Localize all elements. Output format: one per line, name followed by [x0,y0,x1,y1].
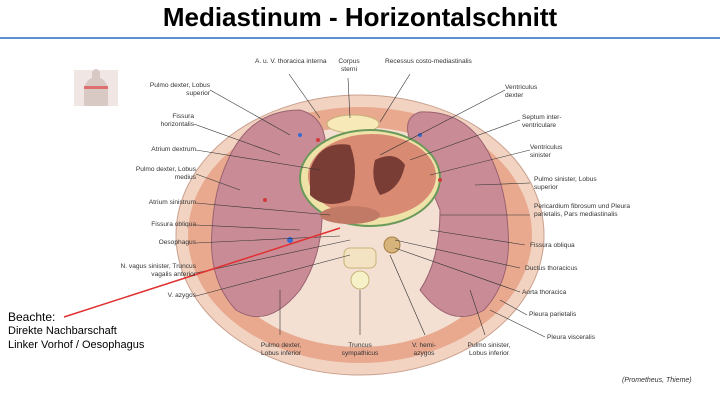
label-truncus-symp: Truncus sympathicus [341,342,379,357]
label-recessus: Recessus costo-mediastinalis [385,58,472,65]
label-aorta-thoracica: Aorta thoracica [522,289,567,296]
vertebra-body [343,247,377,269]
label-thoracica-interna: A. u. V. thoracica interna [255,58,327,65]
label-ductus-thoracicus: Ductus thoracicus [525,265,578,272]
citation: (Prometheus, Thieme) [622,377,692,384]
label-oesophagus: Oesophagus [158,239,196,246]
right-lung [211,109,327,318]
label-ventriculus-dexter: Ventriculus dexter [505,84,538,99]
left-ventricle-cavity [373,156,405,195]
label-v-azygos: V. azygos [167,292,196,299]
note-line-1: Direkte Nachbarschaft [8,325,117,337]
title-rule [0,37,720,39]
note-heading: Beachte: [8,310,56,324]
label-v-hemiazygos: V. hemi-azygos [412,342,436,357]
label-corpus-sterni: Corpus sterni [338,58,360,73]
spinal-cord [350,270,370,290]
aorta [383,236,401,254]
label-pericardium: Pericardium fibrosum und Pleura parietal… [534,203,631,218]
label-fissura-obliqua-left: Fissura obliqua [151,221,196,228]
label-n-vagus: N. vagus sinister, Truncus vagalis anter… [120,263,197,278]
label-pleura-parietalis: Pleura parietalis [529,311,577,318]
label-atrium-sinistrum: Atrium sinistrum [148,199,196,206]
label-pleura-visceralis: Pleura visceralis [547,334,596,341]
label-fissura-obliqua-right: Fissura obliqua [530,242,575,249]
label-pulmo-dexter-medius: Pulmo dexter, Lobus medius [135,166,196,181]
annotation-note: Beachte: Direkte Nachbarschaft Linker Vo… [8,310,144,352]
note-line-2: Linker Vorhof / Oesophagus [8,339,145,351]
label-pulmo-dexter-inf: Pulmo dexter, Lobus inferior [260,342,302,357]
pointer-line [63,227,341,318]
right-atrium [310,144,355,204]
label-pulmo-dexter-sup: Pulmo dexter, Lobus superior [149,82,210,97]
left-atrium [320,206,380,224]
torso-thumbnail-icon [74,69,118,106]
label-pulmo-sinister-sup: Pulmo sinister, Lobus superior [534,176,597,191]
slide-title: Mediastinum - Horizontalschnitt [162,2,558,32]
leader-lines [193,73,546,338]
label-ventriculus-sinister: Ventriculus sinister [530,144,563,159]
label-septum: Septum inter-ventriculare [522,114,562,129]
label-atrium-dextrum: Atrium dextrum [151,146,196,153]
label-fissura-horizontalis: Fissura horizontalis [160,113,194,128]
label-pulmo-sinister-inf: Pulmo sinister, Lobus inferior [467,342,511,357]
